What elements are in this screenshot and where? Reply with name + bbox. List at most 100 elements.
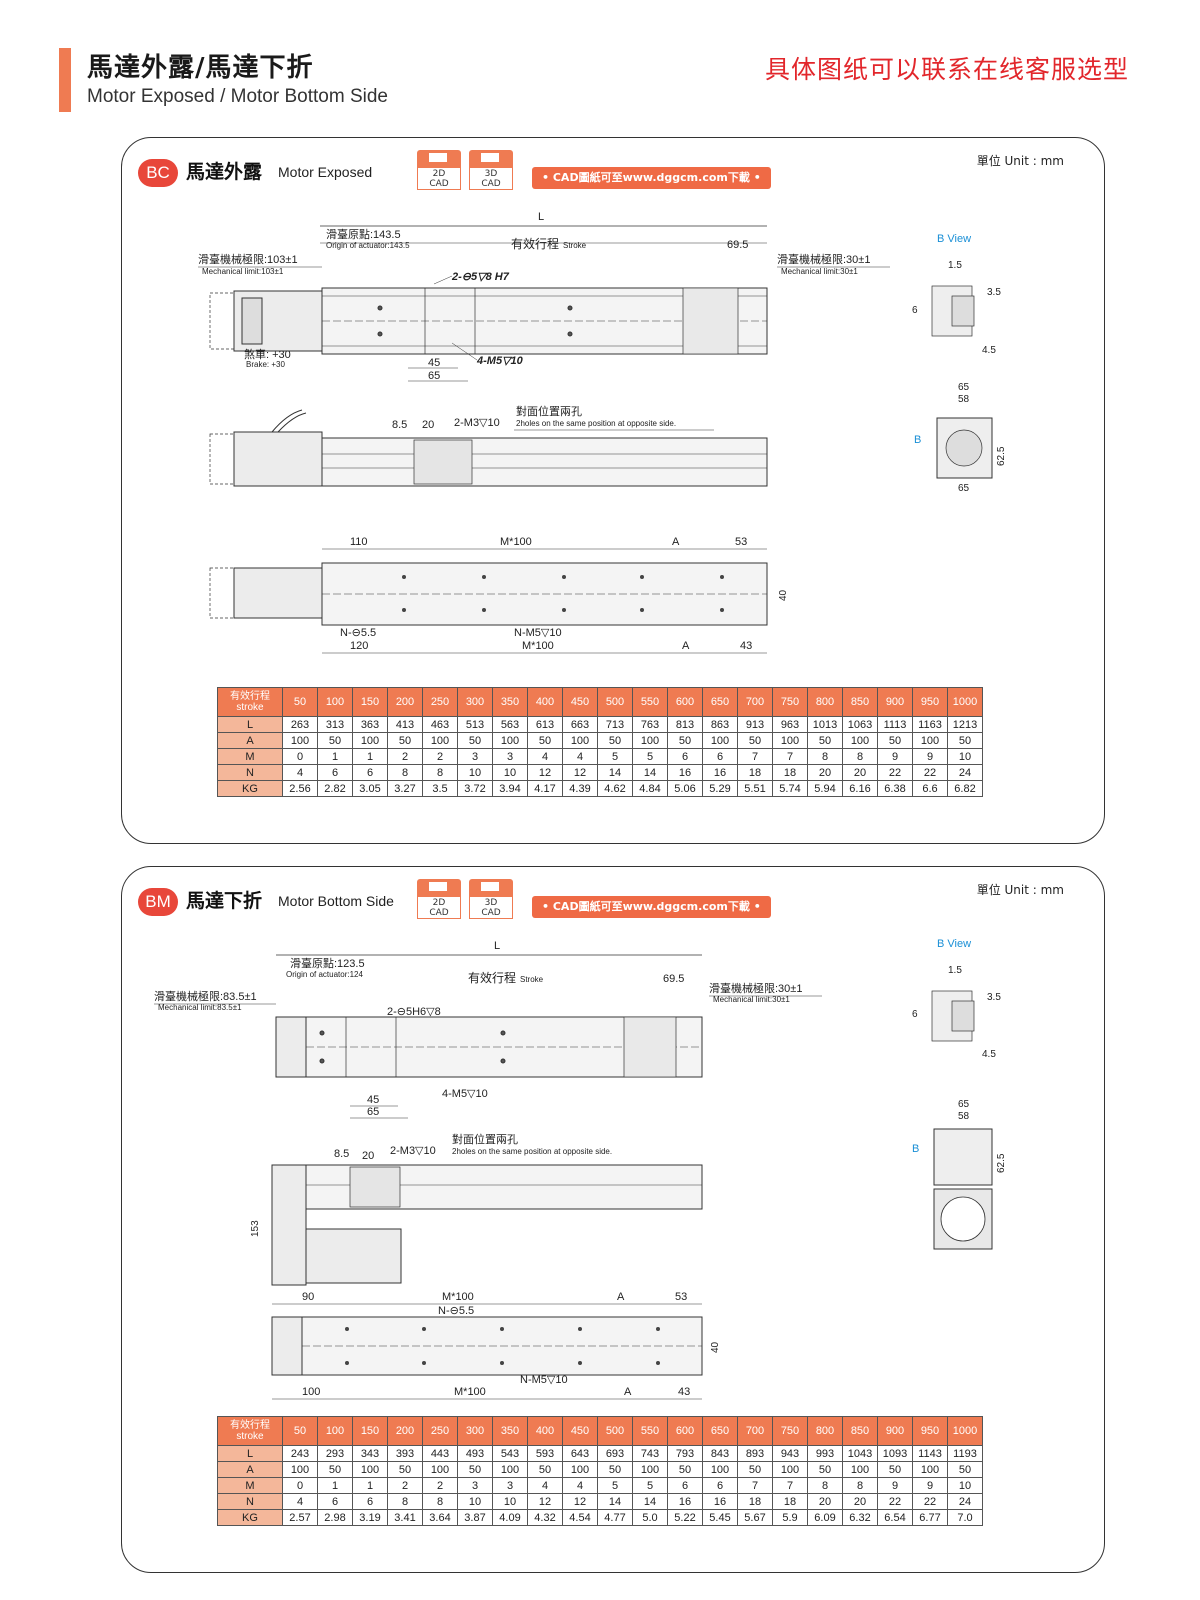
table-cell: 100 <box>562 732 598 749</box>
bottom-view: 90 M*100 A 53 N-⊖5.5 40 N-M5▽10 100 M*10… <box>271 1291 721 1400</box>
table-cell: 2.98 <box>317 1509 353 1526</box>
table-cell: 3.19 <box>352 1509 388 1526</box>
table-cell: 4 <box>527 1477 563 1494</box>
table-cell: 50 <box>737 1461 773 1478</box>
table-cell: 2 <box>387 1477 423 1494</box>
table-cell: 10 <box>492 764 528 781</box>
svg-text:煞車: +30: 煞車: +30 <box>244 347 291 361</box>
svg-text:2-M3▽10: 2-M3▽10 <box>390 1145 436 1157</box>
b-view: B View 1.5 3.5 6 4.5 65 58 B 62.5 65 <box>912 233 1007 494</box>
table-cell: 100 <box>562 1461 598 1478</box>
svg-text:B View: B View <box>937 938 971 950</box>
table-cell: 100 <box>352 732 388 749</box>
table-cell: 3.27 <box>387 780 423 797</box>
svg-text:對面位置兩孔: 對面位置兩孔 <box>516 404 582 418</box>
table-cell: 913 <box>737 716 773 733</box>
table-cell: 50 <box>947 1461 983 1478</box>
table-cell: 4 <box>562 1477 598 1494</box>
svg-text:M*100: M*100 <box>442 1291 474 1303</box>
table-cell: 613 <box>527 716 563 733</box>
side-view: 8.5 20 2-M3▽10 對面位置兩孔 2holes on the same… <box>209 404 768 487</box>
table-cell: 1043 <box>842 1445 878 1462</box>
svg-text:65: 65 <box>367 1106 379 1118</box>
svg-text:65: 65 <box>958 382 970 393</box>
svg-text:N-⊖5.5: N-⊖5.5 <box>340 627 376 639</box>
row-label: A <box>217 732 283 749</box>
table-cell: 6.82 <box>947 780 983 797</box>
table-cell: 100 <box>842 1461 878 1478</box>
svg-text:N-M5▽10: N-M5▽10 <box>520 1374 568 1386</box>
table-cell: 3.64 <box>422 1509 458 1526</box>
table-cell: 24 <box>947 1493 983 1510</box>
table-cell: 5.67 <box>737 1509 773 1526</box>
table-cell: 100 <box>352 1461 388 1478</box>
table-cell: 4.62 <box>597 780 633 797</box>
table-cell: 14 <box>632 1493 668 1510</box>
stroke-header-cell: 700 <box>737 687 773 717</box>
table-cell: 12 <box>527 764 563 781</box>
table-cell: 5 <box>632 748 668 765</box>
stroke-header-cell: 650 <box>702 687 738 717</box>
svg-text:62.5: 62.5 <box>996 1153 1007 1173</box>
table-cell: 100 <box>492 732 528 749</box>
table-cell: 663 <box>562 716 598 733</box>
table-cell: 2.57 <box>282 1509 318 1526</box>
table-cell: 8 <box>422 764 458 781</box>
table-cell: 12 <box>527 1493 563 1510</box>
table-cell: 50 <box>737 732 773 749</box>
stroke-header-cell: 200 <box>387 687 423 717</box>
cad-download-link[interactable]: • CAD圖紙可至www.dggcm.com下載 • <box>532 167 771 189</box>
stroke-header-cell: 50 <box>282 687 318 717</box>
table-cell: 3.94 <box>492 780 528 797</box>
table-cell: 4 <box>282 764 318 781</box>
table-cell: 6 <box>702 1477 738 1494</box>
stroke-header-cell: 300 <box>457 1416 493 1446</box>
table-cell: 443 <box>422 1445 458 1462</box>
stroke-header-cell: 700 <box>737 1416 773 1446</box>
table-cell: 993 <box>807 1445 843 1462</box>
table-cell: 50 <box>457 732 493 749</box>
stroke-header-cell: 50 <box>282 1416 318 1446</box>
table-cell: 1063 <box>842 716 878 733</box>
svg-text:110: 110 <box>350 536 368 548</box>
table-cell: 2.82 <box>317 780 353 797</box>
table-cell: 463 <box>422 716 458 733</box>
svg-text:58: 58 <box>958 394 970 405</box>
table-cell: 3 <box>492 1477 528 1494</box>
table-cell: 5.0 <box>632 1509 668 1526</box>
table-cell: 50 <box>387 1461 423 1478</box>
table-cell: 50 <box>807 1461 843 1478</box>
table-cell: 100 <box>702 1461 738 1478</box>
table-cell: 4.32 <box>527 1509 563 1526</box>
table-cell: 7 <box>772 748 808 765</box>
table-cell: 5.06 <box>667 780 703 797</box>
table-cell: 2.56 <box>282 780 318 797</box>
svg-text:120: 120 <box>350 640 368 652</box>
table-cell: 263 <box>282 716 318 733</box>
table-cell: 0 <box>282 748 318 765</box>
stroke-header-cell: 650 <box>702 1416 738 1446</box>
table-cell: 50 <box>877 732 913 749</box>
panel-title: 馬達下折 <box>186 890 263 912</box>
svg-text:45: 45 <box>367 1094 379 1106</box>
table-cell: 3.41 <box>387 1509 423 1526</box>
panel-title-en: Motor Exposed <box>278 164 373 180</box>
table-cell: 363 <box>352 716 388 733</box>
svg-text:69.5: 69.5 <box>727 239 748 251</box>
table-cell: 9 <box>912 748 948 765</box>
table-cell: 1 <box>317 1477 353 1494</box>
svg-text:58: 58 <box>958 1111 970 1122</box>
table-cell: 100 <box>632 1461 668 1478</box>
svg-text:滑臺機械極限:83.5±1: 滑臺機械極限:83.5±1 <box>154 989 257 1003</box>
table-cell: 3.5 <box>422 780 458 797</box>
cad-download-link[interactable]: • CAD圖紙可至www.dggcm.com下載 • <box>532 896 771 918</box>
table-cell: 343 <box>352 1445 388 1462</box>
stroke-header-cell: 600 <box>667 1416 703 1446</box>
